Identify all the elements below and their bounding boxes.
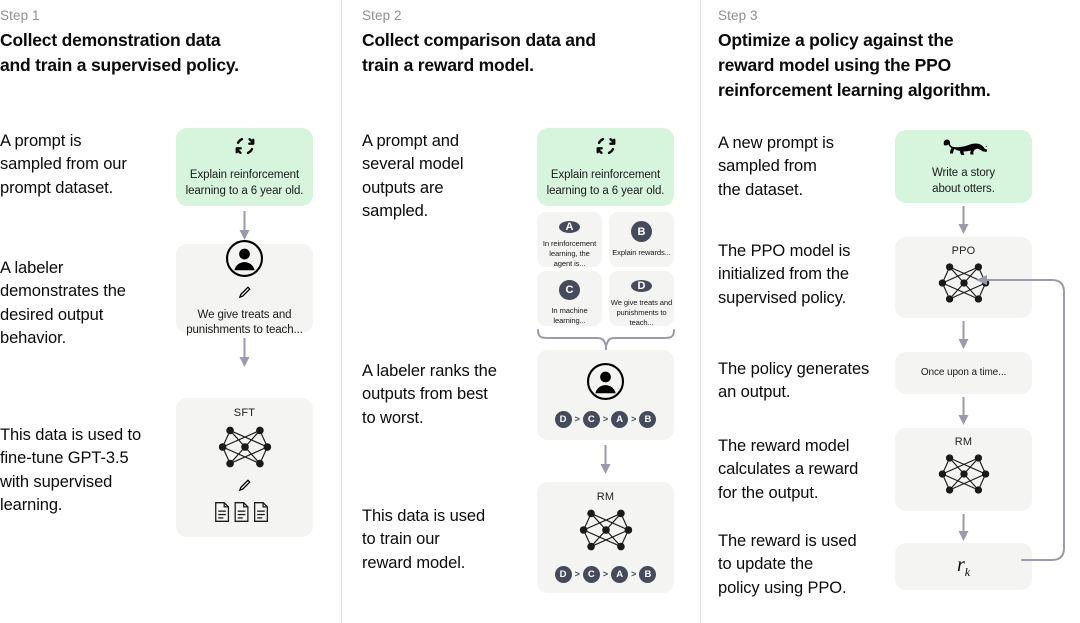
neural-network-icon [936,450,992,503]
step-1-label: Step 1 [0,8,40,23]
ranking-row: D > C > A > B [554,566,657,583]
rank-badge-1: D [554,566,572,583]
rank-gt-2: > [602,569,609,579]
step-3-column: Step 3 Optimize a policy against the rew… [718,0,1080,623]
step-3-caption-3: The policy generates an output. [718,360,870,402]
arrow-down-1 [238,211,251,241]
labeler-card-text: We give treats and punishments to teach.… [186,308,303,336]
prompt-card: Explain reinforcement learning to a 6 ye… [537,128,674,206]
refresh-cycle-icon [595,135,617,162]
arrow-down-5 [957,321,970,350]
rank-badge-4: B [639,411,657,428]
option-text-b: Explain rewards... [612,248,671,257]
labeler-card: We give treats and punishments to teach.… [176,239,313,336]
step-2-caption-2: A labeler ranks the outputs from best to… [362,362,497,427]
sft-model-card: SFT [176,398,313,537]
neural-network-icon [936,259,992,312]
person-avatar-icon [225,239,264,283]
step-3-label: Step 3 [718,8,758,23]
column-divider-2 [700,0,701,623]
output-option-a: A In reinforcement learning, the agent i… [537,212,602,269]
step-1-caption-3: This data is used to fine-tune GPT-3.5 w… [0,426,142,515]
neural-network-icon [216,422,274,477]
rank-gt-2: > [602,414,609,424]
rm-model-card: RM D [537,482,674,593]
rank-badge-3: A [611,411,629,428]
option-text-c: In machine learning... [551,305,588,325]
arrow-down-3 [599,445,612,475]
rank-gt-3: > [631,569,637,579]
person-avatar-icon [586,362,625,406]
otter-icon [941,136,990,161]
rm-model-card: RM [895,428,1032,511]
step-2-title: Collect comparison data and train a rewa… [362,30,596,75]
step-3-caption-1: A new prompt is sampled from the dataset… [718,134,834,199]
output-option-c: C In machine learning... [537,271,602,326]
reward-value-card: rk [895,543,1032,590]
labeler-rank-card: D > C > A > B [537,350,674,440]
rm-card-title: RM [954,436,973,448]
prompt-card-otter: Write a story about otters. [895,130,1032,203]
step-3-title: Optimize a policy against the reward mod… [718,30,991,100]
step-1-column: Step 1 Collect demonstration data and tr… [0,0,341,623]
pencil-icon [237,478,252,498]
arrow-down-7 [957,514,970,542]
prompt-card-text: Explain reinforcement learning to a 6 ye… [185,169,304,197]
pencil-icon [237,285,252,305]
sft-card-title: SFT [233,407,256,419]
policy-output-text: Once upon a time... [920,367,1007,379]
prompt-card-otter-text: Write a story about otters. [931,167,996,195]
step-3-caption-4: The reward model calculates a reward for… [718,437,859,502]
prompt-card-text: Explain reinforcement learning to a 6 ye… [546,169,665,197]
output-option-b: B Explain rewards... [609,212,674,267]
rank-badge-2: C [582,566,600,583]
step-1-caption-2: A labeler demonstrates the desired outpu… [0,259,126,348]
rank-badge-2: C [582,411,600,428]
option-badge-c: C [559,280,580,300]
step-1-caption-1: A prompt is sampled from our prompt data… [0,132,127,197]
output-option-d: D We give treats and punishments to teac… [609,271,674,328]
ranking-row: D > C > A > B [554,411,657,428]
documents-icon [213,501,276,528]
arrow-down-2 [238,338,251,368]
ppo-model-card: PPO [895,237,1032,318]
prompt-card: Explain reinforcement learning to a 6 ye… [176,128,313,206]
arrow-down-6 [957,397,970,426]
rank-badge-1: D [554,411,572,428]
rm-card-title: RM [596,491,615,503]
step-2-label: Step 2 [362,8,402,23]
step-2-caption-1: A prompt and several model outputs are s… [362,132,464,221]
option-badge-b: B [631,221,652,242]
ppo-card-title: PPO [951,245,976,257]
step-2-column: Step 2 Collect comparison data and train… [362,0,700,623]
step-1-title: Collect demonstration data and train a s… [0,30,239,75]
step-3-caption-5: The reward is used to update the policy … [718,532,857,597]
reward-symbol: rk [956,553,971,579]
refresh-cycle-icon [234,135,256,162]
rank-gt-1: > [574,569,580,579]
option-badge-a: A [559,221,580,233]
option-badge-d: D [631,280,652,292]
option-text-d: We give treats and punishments to teach.… [610,298,673,328]
feedback-loop-arrow [964,270,1074,570]
rank-badge-4: B [639,566,657,583]
step-2-caption-3: This data is used to train our reward mo… [362,507,486,572]
rank-gt-1: > [574,414,580,424]
option-text-a: In reinforcement learning, the agent is.… [542,239,597,269]
neural-network-icon [577,505,635,560]
arrow-down-4 [957,206,970,235]
step-3-caption-2: The PPO model is initialized from the su… [718,242,851,307]
rank-gt-3: > [631,414,637,424]
column-divider-1 [341,0,342,623]
rank-badge-3: A [611,566,629,583]
policy-output-card: Once upon a time... [895,352,1032,394]
